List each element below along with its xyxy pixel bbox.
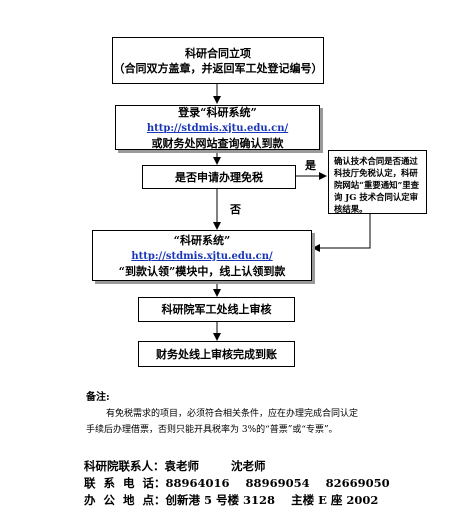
- step-tax-exemption-question: 是否申请办理免税: [142, 165, 296, 189]
- step-contract-note: （合同双方盖章，并返回军工处登记编号）: [113, 61, 323, 75]
- contact-phone: 88964016 88969054 82669050: [165, 476, 390, 490]
- contact-phone-row: 联 系 电 话： 88964016 88969054 82669050: [84, 475, 390, 492]
- step-login-alt: 或财务处网站查询确认到款: [151, 136, 284, 150]
- step-claim-payment: “科研系统” http://stdmis.xjtu.edu.cn/ “到款认领”…: [92, 230, 312, 281]
- step-finance-review: 财务处线上审核完成到账: [138, 341, 295, 367]
- system-link-2[interactable]: http://stdmis.xjtu.edu.cn/: [131, 250, 273, 262]
- contact-address-label: 办 公 地 点：: [84, 493, 166, 507]
- system-link[interactable]: http://stdmis.xjtu.edu.cn/: [146, 122, 289, 134]
- step-login-title: 登录“科研系统”: [178, 105, 257, 119]
- side-box-text: 确认技术合同是否通过科技厅免税认定，科研院网站“重要通知”里查询 JG 技术合同…: [334, 156, 420, 214]
- contact-phone-label: 联 系 电 话：: [84, 476, 166, 490]
- contact-block: 科研院联系人： 袁老师 沈老师 联 系 电 话： 88964016 889690…: [84, 458, 390, 509]
- step-military-review: 科研院军工处线上审核: [138, 297, 295, 322]
- step-military-label: 科研院军工处线上审核: [161, 303, 272, 316]
- contact-address-row: 办 公 地 点： 创新港 5 号楼 3128 主楼 E 座 2002: [84, 492, 390, 509]
- step-claim-detail: “到款认领”模块中，线上认领到款: [118, 264, 286, 278]
- notes-title: 备注:: [86, 392, 110, 403]
- notes-line-2: 手续后办理借票，否则只能开具税率为 3%的“普票”或“专票”。: [86, 425, 338, 435]
- step-tax-label: 是否申请办理免税: [175, 170, 263, 184]
- notes-line-1: 有免税需求的项目，必须符合相关条件，应在办理完成合同认定: [106, 409, 359, 419]
- contact-people-label: 科研院联系人：: [84, 459, 165, 473]
- step-contract-setup: 科研合同立项 （合同双方盖章，并返回军工处登记编号）: [112, 37, 324, 84]
- step-login-system: 登录“科研系统” http://stdmis.xjtu.edu.cn/ 或财务处…: [115, 105, 320, 150]
- contact-people: 袁老师 沈老师: [164, 459, 266, 473]
- step-contract-title: 科研合同立项: [185, 46, 251, 60]
- branch-yes-label: 是: [305, 159, 316, 172]
- arrow-side-return: [312, 214, 371, 252]
- contact-people-row: 科研院联系人： 袁老师 沈老师: [84, 458, 390, 475]
- branch-no-label: 否: [230, 203, 241, 216]
- side-box-tax-check: 确认技术合同是否通过科技厅免税认定，科研院网站“重要通知”里查询 JG 技术合同…: [328, 150, 427, 214]
- step-finance-label: 财务处线上审核完成到账: [156, 347, 277, 361]
- contact-address: 创新港 5 号楼 3128 主楼 E 座 2002: [165, 493, 379, 507]
- step-claim-title: “科研系统”: [173, 233, 231, 247]
